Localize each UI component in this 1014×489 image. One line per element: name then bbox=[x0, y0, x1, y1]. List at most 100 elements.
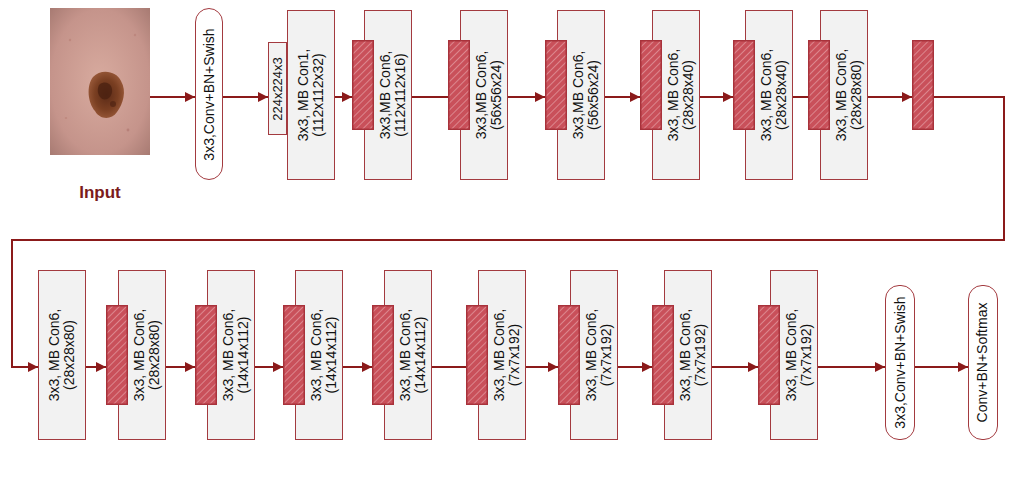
mbconv-block: 3x3, MB Con6, (14x14x112) bbox=[283, 270, 343, 440]
hatched-block bbox=[809, 41, 830, 130]
hatched-block bbox=[283, 305, 305, 405]
text-holder: Input bbox=[30, 180, 170, 206]
hatched-block bbox=[373, 306, 394, 405]
mbconv-block: 3x3, MB Con6, (14x14x112) bbox=[372, 270, 432, 440]
hatched-block bbox=[352, 40, 374, 130]
hatched-block bbox=[808, 40, 830, 130]
text-holder: 3x3,MB Con6, (56x56x24) bbox=[470, 10, 508, 180]
block-label: 3x3, MB Con6, (7x7x192) bbox=[584, 280, 614, 430]
hatched-block bbox=[372, 305, 394, 405]
text-holder: 3x3, MB Con6, (14x14x112) bbox=[394, 270, 432, 440]
mbconv-block: 3x3, MB Con6, (14x14x112) bbox=[195, 270, 255, 440]
hatched-block bbox=[558, 305, 580, 405]
text-holder: 3x3,MB Con6, (112x112x16) bbox=[374, 10, 412, 180]
block-label: 3x3,Conv+BN+Swish bbox=[202, 28, 217, 160]
mbconv-block: 3x3, MB Con6, (7x7x192) bbox=[758, 270, 818, 440]
flow-arrow bbox=[526, 366, 558, 368]
block-label: 224x224x3 bbox=[271, 57, 285, 121]
skin-speck bbox=[127, 129, 130, 132]
mbconv-block: 3x3,MB Con6, (56x56x24) bbox=[545, 10, 605, 180]
block-label: 3x3,MB Con6, (56x56x24) bbox=[571, 20, 601, 170]
text-holder: 3x3,Conv+BN+Swish bbox=[195, 8, 223, 180]
lesion bbox=[89, 72, 124, 118]
mbconv-block: 3x3, MB Con6, (7x7x192) bbox=[466, 270, 526, 440]
hatched-block bbox=[467, 306, 488, 405]
flow-arrow bbox=[150, 96, 195, 98]
text-holder: 3x3, MB Con6, (28x28x80) bbox=[128, 270, 166, 440]
hatched-block bbox=[195, 305, 217, 405]
text-holder: 3x3, MB Con6, (28x28x80) bbox=[38, 270, 86, 440]
input-size-box: 224x224x3 bbox=[268, 42, 287, 135]
hatched-block bbox=[546, 41, 567, 130]
flow-arrow bbox=[508, 96, 545, 98]
flow-arrow bbox=[915, 366, 968, 368]
hatched-block bbox=[107, 306, 128, 405]
hatched-block bbox=[545, 40, 567, 130]
mbconv-block: 3x3, MB Con6, (28x28x40) bbox=[640, 10, 700, 180]
text-holder: 3x3, MB Con6, (28x28x80) bbox=[830, 10, 868, 180]
hatched-block bbox=[734, 41, 755, 130]
lesion-core bbox=[98, 82, 112, 99]
block-label: 3x3, MB Con6, (7x7x192) bbox=[678, 280, 708, 430]
flow-arrow bbox=[793, 96, 808, 98]
block-label: 3x3, MB Con6, (14x14x112) bbox=[309, 280, 339, 430]
mbconv-block: 3x3, MB Con6, (28x28x80) bbox=[808, 10, 868, 180]
flow-arrow bbox=[432, 366, 466, 368]
block-label: 3x3, MB Con6, (14x14x112) bbox=[398, 280, 428, 430]
mbconv-block: 3x3,MB Con6, (56x56x24) bbox=[448, 10, 508, 180]
text-holder: 3x3, MB Con6, (7x7x192) bbox=[488, 270, 526, 440]
flow-arrow bbox=[618, 366, 652, 368]
flow-arrow bbox=[605, 96, 640, 98]
flow-arrow bbox=[255, 366, 283, 368]
image-label: Input bbox=[79, 183, 121, 203]
hatched-block bbox=[641, 41, 662, 130]
block-label: 3x3, MB Con6, (28x28x40) bbox=[666, 20, 696, 170]
mbconv-block: 3x3, MB Con6, (28x28x40) bbox=[733, 10, 793, 180]
flow-arrow bbox=[700, 96, 733, 98]
hatched-block bbox=[448, 40, 470, 130]
mbconv-block: 3x3,MB Con6, (112x112x16) bbox=[352, 10, 412, 180]
skin-speck bbox=[65, 117, 67, 119]
hatched-block bbox=[106, 305, 128, 405]
block-label: 3x3,Conv+BN+Swish bbox=[893, 296, 908, 428]
block-label: 3x3, MB Con6, (28x28x80) bbox=[132, 280, 162, 430]
hatched-block bbox=[640, 40, 662, 130]
block-label: 3x3, MB Con6, (7x7x192) bbox=[784, 280, 814, 430]
text-holder: 3x3, MB Con6, (7x7x192) bbox=[780, 270, 818, 440]
text-holder: 224x224x3 bbox=[268, 42, 287, 135]
text-holder: 3x3, MB Con6, (7x7x192) bbox=[580, 270, 618, 440]
text-holder: 3x3, MB Con6, (28x28x40) bbox=[755, 10, 793, 180]
text-holder: 3x3, MB Con6, (7x7x192) bbox=[674, 270, 712, 440]
skin-speck bbox=[134, 34, 136, 36]
flow-arrow bbox=[412, 96, 448, 98]
flow-arrow bbox=[818, 366, 885, 368]
text-holder: 3x3, MB Con6, (14x14x112) bbox=[217, 270, 255, 440]
lesion-dot bbox=[110, 101, 116, 107]
block-label: Conv+BN+Softmax bbox=[976, 303, 991, 423]
text-holder: 3x3, MB Con6, (14x14x112) bbox=[305, 270, 343, 440]
hatched-block bbox=[733, 40, 755, 130]
mbconv-block: 3x3, MB Con6, (7x7x192) bbox=[558, 270, 618, 440]
hatched-block bbox=[653, 306, 674, 405]
hatched-block bbox=[913, 41, 934, 130]
skin-image bbox=[50, 8, 150, 155]
block-label: 3x3, MB Con1, (112x112x32) bbox=[296, 20, 326, 170]
flow-arrow bbox=[343, 366, 372, 368]
skin-speck bbox=[69, 39, 71, 41]
text-holder: Conv+BN+Softmax bbox=[968, 285, 998, 440]
block-label: 3x3,MB Con6, (56x56x24) bbox=[474, 20, 504, 170]
flow-arrow bbox=[86, 366, 106, 368]
flow-arrow bbox=[335, 96, 352, 98]
hatched-block bbox=[559, 306, 580, 405]
flow-arrow bbox=[166, 366, 195, 368]
flow-arrow bbox=[223, 96, 268, 98]
hatched-block bbox=[759, 306, 780, 405]
conv-block: 3x3,Conv+BN+Swish bbox=[195, 8, 223, 180]
text-holder: 3x3, MB Con1, (112x112x32) bbox=[287, 10, 335, 180]
block-label: 3x3, MB Con6, (28x28x80) bbox=[834, 20, 864, 170]
block-label: 3x3, MB Con6, (28x28x80) bbox=[47, 280, 77, 430]
text-holder: 3x3, MB Con6, (28x28x40) bbox=[662, 10, 700, 180]
text-holder: 3x3,MB Con6, (56x56x24) bbox=[567, 10, 605, 180]
hatched-block bbox=[196, 306, 217, 405]
hatched-block bbox=[758, 305, 780, 405]
